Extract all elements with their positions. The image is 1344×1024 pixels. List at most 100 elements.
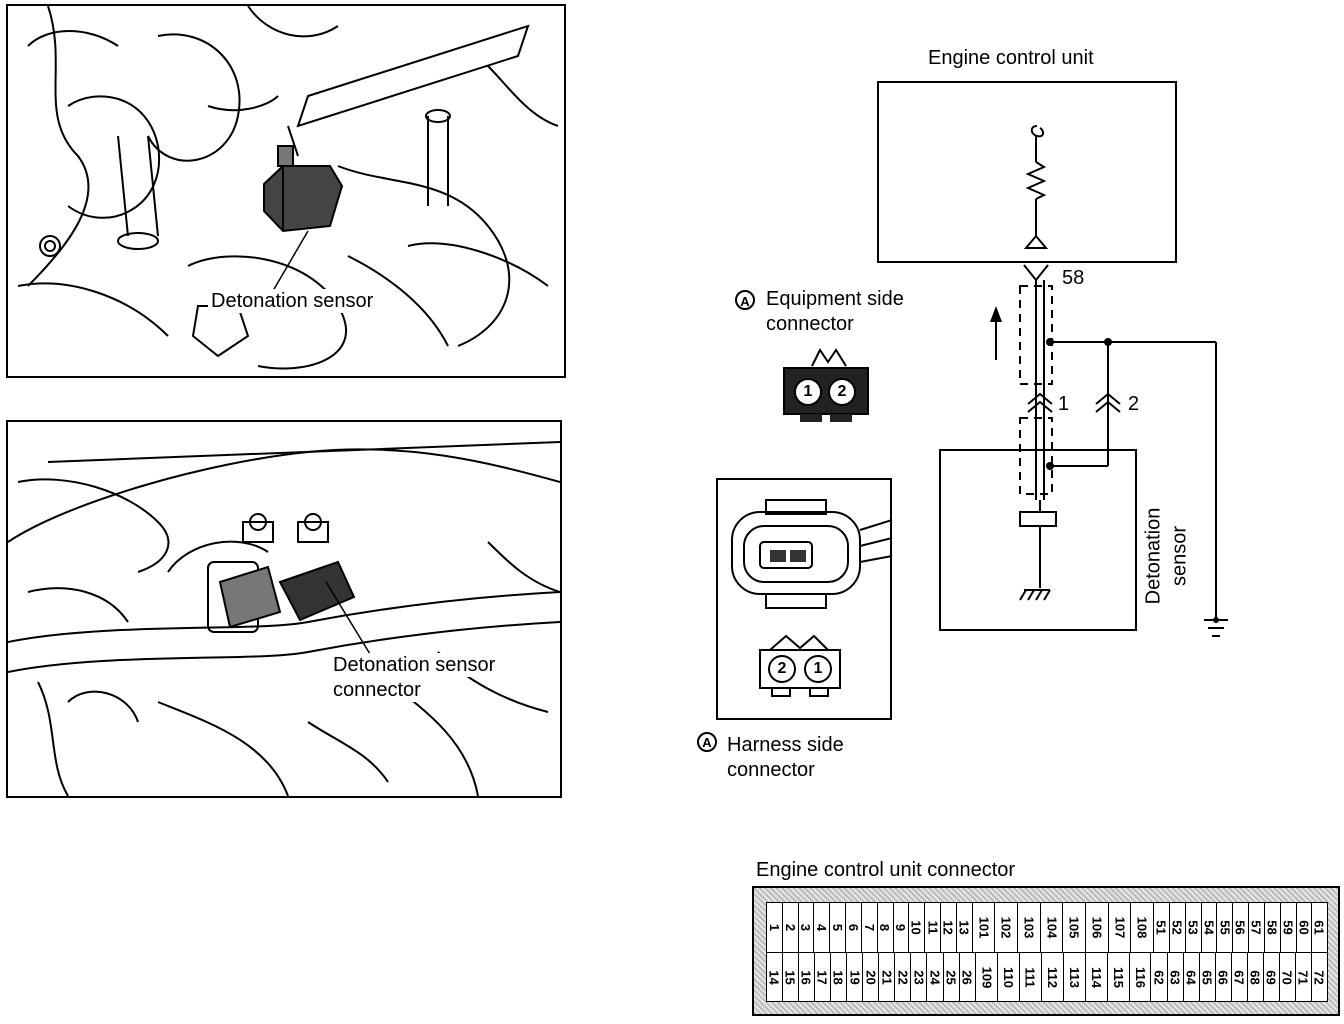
ecu-connector-pin: 2 — [781, 903, 798, 952]
ecu-connector-pin-number: 21 — [879, 969, 895, 985]
ecu-connector-pin-number: 19 — [847, 969, 863, 985]
ecu-connector-pin: 68 — [1246, 952, 1263, 1001]
ecu-connector-pin: 9 — [892, 903, 909, 952]
ecu-connector-pin: 62 — [1150, 952, 1167, 1001]
ecu-connector-pin-number: 59 — [1280, 920, 1296, 935]
ecu-connector-pin-number: 71 — [1295, 969, 1311, 985]
harness-connector-frame — [716, 478, 892, 720]
ecu-connector-pin: 104 — [1039, 903, 1063, 952]
harness-side-connector-mark: A — [697, 732, 717, 752]
equipment-side-connector-mark: A — [735, 290, 755, 310]
ecu-connector-pin: 15 — [782, 952, 799, 1001]
terminal-58-label: 58 — [1062, 267, 1085, 289]
ecu-connector-pin: 18 — [830, 952, 847, 1001]
ecu-connector-pin: 51 — [1153, 903, 1169, 952]
ecu-connector-pin-number: 11 — [925, 920, 941, 935]
ecu-connector-pin: 26 — [958, 952, 975, 1001]
ecu-connector-pin-number: 65 — [1199, 969, 1215, 985]
detonation-sensor-vertical-label: Detonation sensor — [1140, 508, 1192, 605]
ecu-title: Engine control unit — [928, 47, 1094, 69]
ecu-connector-pin: 106 — [1085, 903, 1108, 952]
ecu-connector-pin-number: 69 — [1263, 969, 1279, 985]
ecu-connector-pin-number: 60 — [1296, 920, 1312, 935]
ecu-connector-pin-number: 3 — [798, 923, 814, 932]
terminal-1-label: 1 — [1058, 393, 1070, 415]
ecu-connector-pin: 1 — [767, 903, 782, 952]
ecu-connector-pin-number: 62 — [1151, 969, 1167, 985]
ecu-connector-pin: 12 — [939, 903, 956, 952]
ecu-connector-pin: 70 — [1278, 952, 1295, 1001]
equipment-side-connector-label-line2: connector — [766, 313, 854, 335]
ecu-connector-pin: 58 — [1263, 903, 1280, 952]
ecu-connector-pin: 16 — [798, 952, 815, 1001]
ecu-connector-pin: 103 — [1016, 903, 1040, 952]
harness-pin-1: 1 — [813, 660, 823, 677]
equipment-side-connector-label-line1: Equipment side — [766, 288, 904, 310]
ecu-resistor-symbol — [1025, 161, 1047, 200]
ecu-connector-pin-number: 106 — [1089, 916, 1105, 939]
terminal-2-label: 2 — [1128, 393, 1140, 415]
ecu-connector-pin-number: 20 — [863, 969, 879, 985]
ecu-connector-pin-number: 104 — [1044, 916, 1060, 939]
sensor-label-line2: sensor — [1168, 525, 1191, 587]
ecu-connector-pin: 19 — [846, 952, 863, 1001]
ecu-connector-pin: 25 — [942, 952, 959, 1001]
ecu-connector-pin: 112 — [1040, 952, 1063, 1001]
ecu-connector-pin-number: 114 — [1088, 966, 1104, 988]
shield-upper — [1019, 285, 1053, 385]
ecu-connector-pin: 54 — [1200, 903, 1217, 952]
ecu-connector-pin: 107 — [1107, 903, 1131, 952]
ecu-connector-pin-number: 68 — [1247, 969, 1263, 985]
equipment-pin-2: 2 — [837, 383, 847, 400]
ecu-connector-pin: 10 — [908, 903, 924, 952]
ecu-connector-pin-number: 5 — [830, 923, 846, 932]
ecu-connector-pin-number: 67 — [1231, 969, 1247, 985]
ecu-connector-pin-number: 9 — [893, 923, 909, 932]
equipment-pin-1: 1 — [803, 383, 813, 400]
shield-lower — [1019, 417, 1053, 495]
ecu-connector-pin-number: 103 — [1021, 916, 1037, 939]
ecu-connector-pin-number: 72 — [1311, 969, 1327, 985]
ecu-connector-pin-number: 13 — [956, 920, 972, 935]
detonation-sensor-box — [939, 449, 1137, 631]
ecu-connector-pin: 110 — [997, 952, 1020, 1001]
ecu-connector-pin-number: 15 — [783, 969, 799, 985]
engine-harness-drawing — [8, 441, 560, 796]
ecu-box-outline — [877, 81, 1177, 263]
ecu-connector-pin: 23 — [910, 952, 927, 1001]
ecu-connector-pin: 57 — [1248, 903, 1264, 952]
harness-side-connector-label-line1: Harness side — [727, 734, 844, 756]
terminal-58-connector-symbol — [1023, 264, 1049, 282]
ecu-connector-pin-number: 116 — [1132, 966, 1148, 988]
ecu-connector-pin: 52 — [1169, 903, 1185, 952]
ecu-connector-pin: 71 — [1294, 952, 1311, 1001]
ecu-connector-pin: 109 — [974, 952, 998, 1001]
ecu-connector-pin-number: 23 — [911, 969, 927, 985]
ecu-connector-pin-number: 12 — [940, 920, 956, 935]
ecu-connector-pin: 72 — [1310, 952, 1327, 1001]
ecu-connector-pin: 17 — [814, 952, 831, 1001]
ecu-connector-pin: 59 — [1279, 903, 1296, 952]
ecu-connector-pin: 115 — [1106, 952, 1129, 1001]
ecu-connector-pin: 53 — [1184, 903, 1201, 952]
ecu-connector-pin-number: 66 — [1215, 969, 1231, 985]
ecu-connector-pin-number: 105 — [1066, 916, 1082, 939]
ecu-connector-pin-number: 22 — [895, 969, 911, 985]
ecu-connector-pin-number: 26 — [959, 969, 975, 985]
ecu-connector-pin: 14 — [767, 952, 783, 1001]
ecu-connector-pin: 101 — [971, 903, 995, 952]
ecu-connector-pin: 6 — [845, 903, 861, 952]
ecu-connector-pin-number: 63 — [1167, 969, 1183, 985]
ecu-connector-pin: 4 — [813, 903, 829, 952]
ecu-connector-pin-number: 107 — [1112, 916, 1128, 939]
ecu-connector-pin-number: 110 — [1001, 966, 1017, 988]
ecu-connector-pin: 64 — [1182, 952, 1199, 1001]
ecu-connector-pin: 105 — [1062, 903, 1085, 952]
detonation-sensor-location-illustration: Detonation sensor — [6, 4, 566, 378]
ecu-connector-pin-number: 24 — [927, 969, 943, 985]
detonation-sensor-connector-illustration: Detonation sensor connector — [6, 420, 562, 798]
ecu-connector-pin-number: 55 — [1217, 920, 1233, 935]
ecu-connector-pin-number: 112 — [1044, 966, 1060, 988]
